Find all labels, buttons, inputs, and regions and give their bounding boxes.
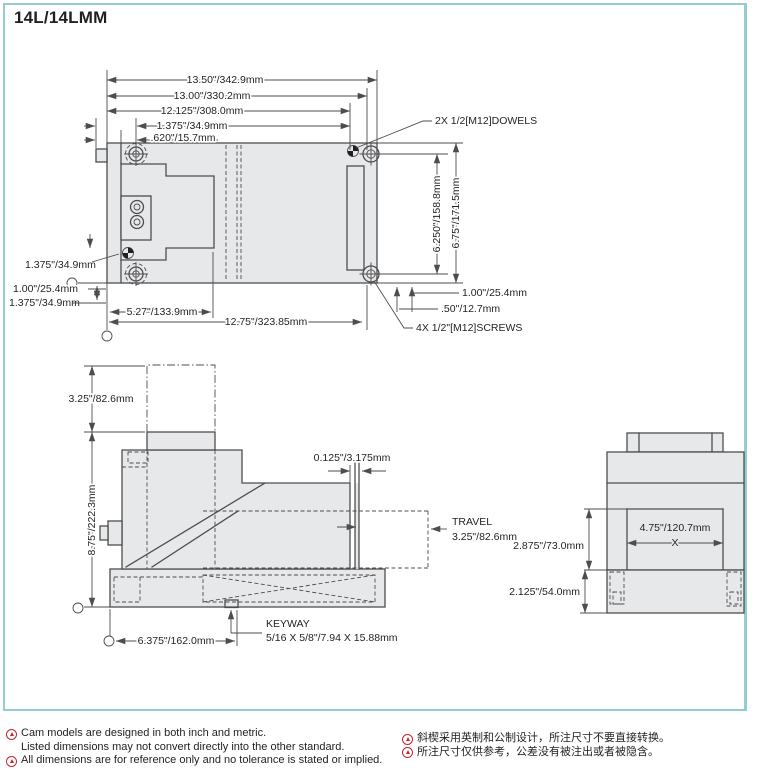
notes-chinese: 斜楔采用英制和公制设计，所注尺寸不要直接转换。 所注尺寸仅供参考，公差没有被注出… xyxy=(402,732,754,759)
dim-6250: 6.250"/158.8mm xyxy=(431,175,443,252)
end-view-tab xyxy=(626,432,724,453)
right-slot xyxy=(346,165,365,271)
datum-balloon xyxy=(101,330,113,342)
dowel-symbol xyxy=(122,247,134,259)
warning-icon xyxy=(402,733,413,745)
dim-475: 4.75"/120.7mm xyxy=(640,522,711,534)
dim-620: .620"/15.7mm xyxy=(150,132,215,144)
keyway-value: 5/16 X 5/8"/7.94 X 15.88mm xyxy=(266,632,398,644)
dim-6375: 6.375"/162.0mm xyxy=(138,635,215,647)
dim-1375-left-lower: 1.375"/34.9mm xyxy=(9,297,80,309)
notes-english: Cam models are designed in both inch and… xyxy=(6,727,398,768)
dim-12125: 12.125"/308.0mm xyxy=(161,105,244,117)
dim-50: .50"/12.7mm xyxy=(441,303,500,315)
end-view-base xyxy=(606,569,745,614)
datum-balloon xyxy=(72,602,84,614)
technical-drawing: 13.50"/342.9mm 13.00"/330.2mm 12.125"/30… xyxy=(7,70,745,649)
note-row: 所注尺寸仅供参考，公差没有被注出或者被隐含。 xyxy=(402,746,754,760)
travel-label: TRAVEL xyxy=(452,516,492,528)
dim-overall-width: 13.50"/342.9mm xyxy=(187,74,264,86)
side-view: 3.25"/82.6mm 8.75"/222.3mm 0.125"/3.175m… xyxy=(67,364,519,649)
end-view: 4.75"/120.7mm X 2.875"/73.0mm 2.125"/54.… xyxy=(507,432,745,614)
note-row: 斜楔采用英制和公制设计，所注尺寸不要直接转换。 xyxy=(402,732,754,746)
dim-1375-top: 1.375"/34.9mm xyxy=(157,120,228,132)
warning-icon xyxy=(6,755,17,767)
ram-stub xyxy=(146,431,216,451)
side-view-body xyxy=(121,449,351,570)
dim-325-top: 3.25"/82.6mm xyxy=(68,393,133,405)
label-dowels: 2X 1/2[M12]DOWELS xyxy=(435,115,537,127)
dim-2875: 2.875"/73.0mm xyxy=(513,540,584,552)
cam-step-profile xyxy=(120,163,215,261)
note-text: 斜楔采用英制和公制设计，所注尺寸不要直接转换。 xyxy=(417,732,670,744)
keyway-notch xyxy=(224,599,239,609)
pin-block xyxy=(120,195,152,241)
dowel-symbol xyxy=(347,145,359,157)
dim-1300: 13.00"/330.2mm xyxy=(174,90,251,102)
note-text: 所注尺寸仅供参考，公差没有被注出或者被隐含。 xyxy=(417,745,659,758)
dim-x: X xyxy=(671,537,678,549)
travel-value: 3.25"/82.6mm xyxy=(452,531,517,543)
dim-1375-left-upper: 1.375"/34.9mm xyxy=(25,259,96,271)
label-screws: 4X 1/2"[M12]SCREWS xyxy=(416,322,522,334)
ram-raised-outline xyxy=(146,364,216,432)
top-view-left-notch xyxy=(95,148,108,163)
dim-100-left: 1.00"/25.4mm xyxy=(13,283,78,295)
note-row: All dimensions are for reference only an… xyxy=(6,754,398,768)
warning-icon xyxy=(6,728,17,740)
dim-0125: 0.125"/3.175mm xyxy=(314,452,391,464)
top-view: 13.50"/342.9mm 13.00"/330.2mm 12.125"/30… xyxy=(7,70,539,342)
page-title: 14L/14LMM xyxy=(14,8,108,27)
wedge-diagonal xyxy=(151,510,239,568)
note-row: Cam models are designed in both inch and… xyxy=(6,727,398,741)
dim-1275: 12.75"/323.85mm xyxy=(225,316,308,328)
keyway-zone xyxy=(202,574,376,603)
datum-balloon xyxy=(103,635,115,647)
note-text: Cam models are designed in both inch and… xyxy=(21,727,267,739)
dim-675: 6.75"/171.5mm xyxy=(450,177,462,248)
dim-875: 8.75"/222.3mm xyxy=(86,484,98,555)
datum-balloon xyxy=(66,277,78,289)
keyway-label: KEYWAY xyxy=(266,618,310,630)
wedge-diagonal xyxy=(125,482,266,568)
dim-100-right: 1.00"/25.4mm xyxy=(462,287,527,299)
end-view-body xyxy=(606,451,745,571)
dim-2125: 2.125"/54.0mm xyxy=(509,586,580,598)
base-plate xyxy=(109,568,386,608)
dim-527: 5.27"/133.9mm xyxy=(127,306,198,318)
note-row: Listed dimensions may not convert direct… xyxy=(6,741,398,755)
warning-icon xyxy=(402,747,413,758)
note-text: Listed dimensions may not convert direct… xyxy=(21,740,345,753)
note-text: All dimensions are for reference only an… xyxy=(21,754,383,766)
